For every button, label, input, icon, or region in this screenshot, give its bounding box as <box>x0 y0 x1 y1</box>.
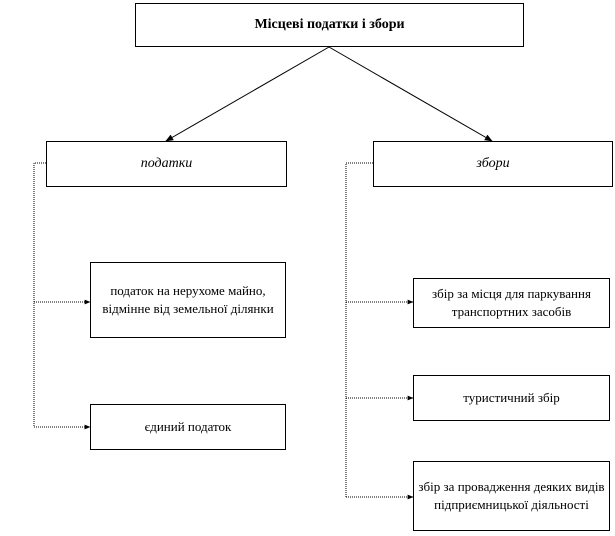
fees-item-parking: збір за місця для паркування транспортни… <box>413 278 610 328</box>
fees-item-tourist: туристичний збір <box>413 375 610 421</box>
taxes-item-single-tax: єдиний податок <box>90 404 286 450</box>
fees-trunk-line <box>345 162 373 497</box>
fees-category-box: збори <box>373 141 613 187</box>
fees-item-label: збір за місця для паркування транспортни… <box>432 286 591 319</box>
taxes-trunk-line <box>33 162 46 427</box>
fees-item-label: збір за провадження деяких видів підприє… <box>418 479 605 512</box>
fees-label: збори <box>476 155 510 171</box>
fees-item-label: туристичний збір <box>463 390 560 406</box>
fees-item-business-activity: збір за провадження деяких видів підприє… <box>413 461 610 531</box>
arrow-root-to-taxes <box>165 46 330 142</box>
taxes-item-real-estate: податок на нерухоме майно, відмінне від … <box>90 262 286 338</box>
arrow-root-to-fees <box>328 46 493 142</box>
taxes-item-label: податок на нерухоме майно, відмінне від … <box>102 283 274 316</box>
taxes-category-box: податки <box>46 141 287 187</box>
taxes-item-label: єдиний податок <box>144 419 232 435</box>
taxes-label: податки <box>140 155 193 171</box>
root-box: Місцеві податки і збори <box>135 3 524 47</box>
root-label: Місцеві податки і збори <box>254 16 405 32</box>
